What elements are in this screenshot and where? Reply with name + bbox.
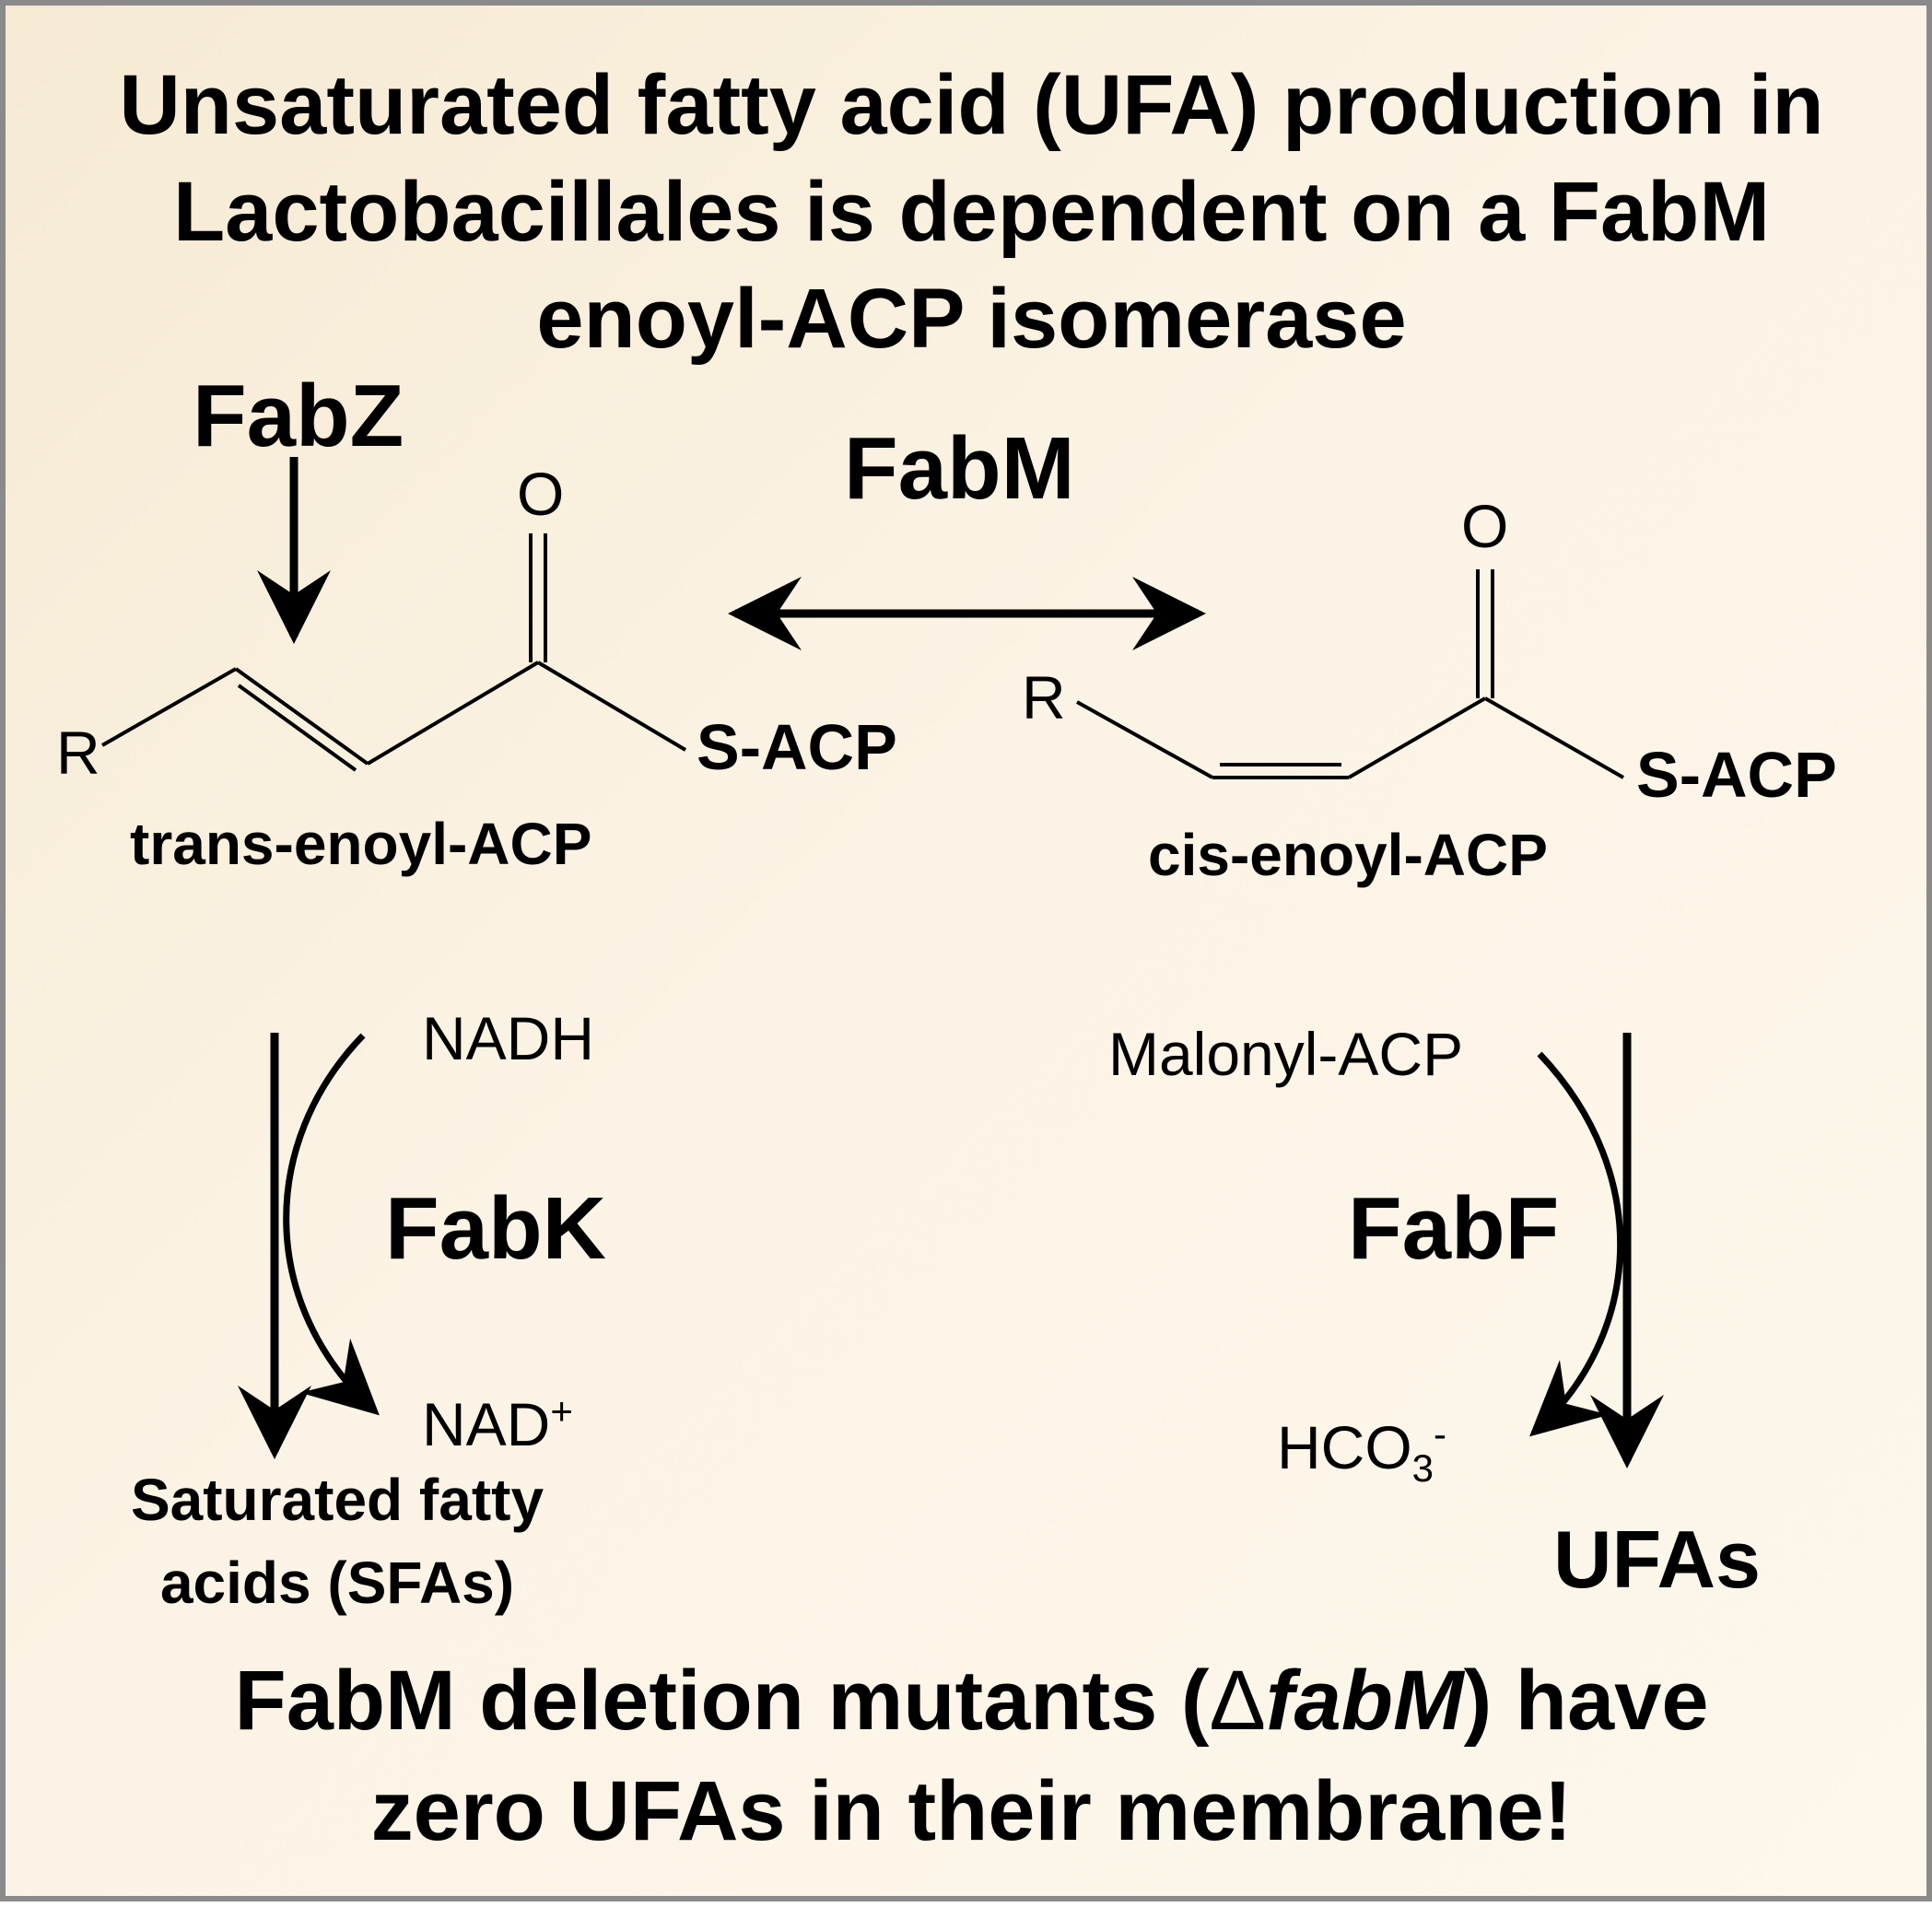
title-line-1: Unsaturated fatty acid (UFA) production …: [119, 58, 1824, 152]
fabf-label: FabF: [1348, 1179, 1560, 1278]
footer-conclusion: FabM deletion mutants (ΔfabM) have zero …: [6, 1645, 1932, 1866]
fabm-label: FabM: [844, 419, 1075, 518]
bicarbonate-subscript: 3: [1411, 1446, 1434, 1491]
bicarbonate-text: HCO: [1277, 1413, 1412, 1481]
cis-s-acp: S-ACP: [1636, 739, 1837, 811]
cis-enoyl-acp-name: cis-enoyl-ACP: [1148, 822, 1548, 888]
trans-s-acp: S-ACP: [697, 711, 897, 783]
trans-r-group: R: [56, 719, 100, 787]
ufa-product-label: UFAs: [1553, 1514, 1761, 1605]
title-line-3: enoyl-ACP isomerase: [536, 272, 1407, 366]
nad-charge: +: [550, 1389, 573, 1433]
delta-symbol: Δ: [1209, 1654, 1266, 1748]
malonyl-to-bicarbonate-curved-arrow: [1529, 1051, 1624, 1437]
trans-enoyl-acp-name: trans-enoyl-ACP: [130, 811, 592, 877]
footer-line-1: FabM deletion mutants (ΔfabM) have: [6, 1645, 1932, 1756]
cis-carbonyl-oxygen: O: [1461, 492, 1509, 560]
footer-line-1-post: ) have: [1463, 1654, 1709, 1748]
pathway-diagram: [101, 457, 1664, 1468]
nad-text: NAD: [422, 1390, 551, 1458]
trans-carbonyl-oxygen: O: [517, 460, 565, 528]
sfa-product-line-2: acids (SFAs): [159, 1550, 515, 1616]
footer-line-2: zero UFAs in their membrane!: [370, 1764, 1573, 1858]
title: Unsaturated fatty acid (UFA) production …: [6, 52, 1932, 372]
sfa-product-label: Saturated fatty acids (SFAs): [79, 1458, 595, 1624]
cis-enoyl-acp-structure: [1076, 569, 1624, 779]
title-line-2: Lactobacillales is dependent on a FabM: [172, 165, 1771, 259]
nad-plus-label: NAD+: [422, 1389, 573, 1458]
nadh-label: NADH: [422, 1004, 595, 1072]
fabz-label: FabZ: [193, 367, 404, 465]
fabk-label: FabK: [385, 1179, 606, 1278]
trans-enoyl-acp-structure: [101, 533, 687, 772]
nadh-to-nad-curved-arrow: [283, 1033, 380, 1416]
bicarbonate-charge: -: [1434, 1412, 1447, 1456]
malonyl-acp-label: Malonyl-ACP: [1108, 1020, 1464, 1088]
cis-r-group: R: [1022, 663, 1066, 731]
bicarbonate-label: HCO3-: [1277, 1415, 1446, 1488]
footer-line-1-pre: FabM deletion mutants (: [234, 1654, 1210, 1748]
fabm-gene-name: fabM: [1265, 1654, 1464, 1748]
sfa-product-line-1: Saturated fatty: [130, 1467, 544, 1533]
